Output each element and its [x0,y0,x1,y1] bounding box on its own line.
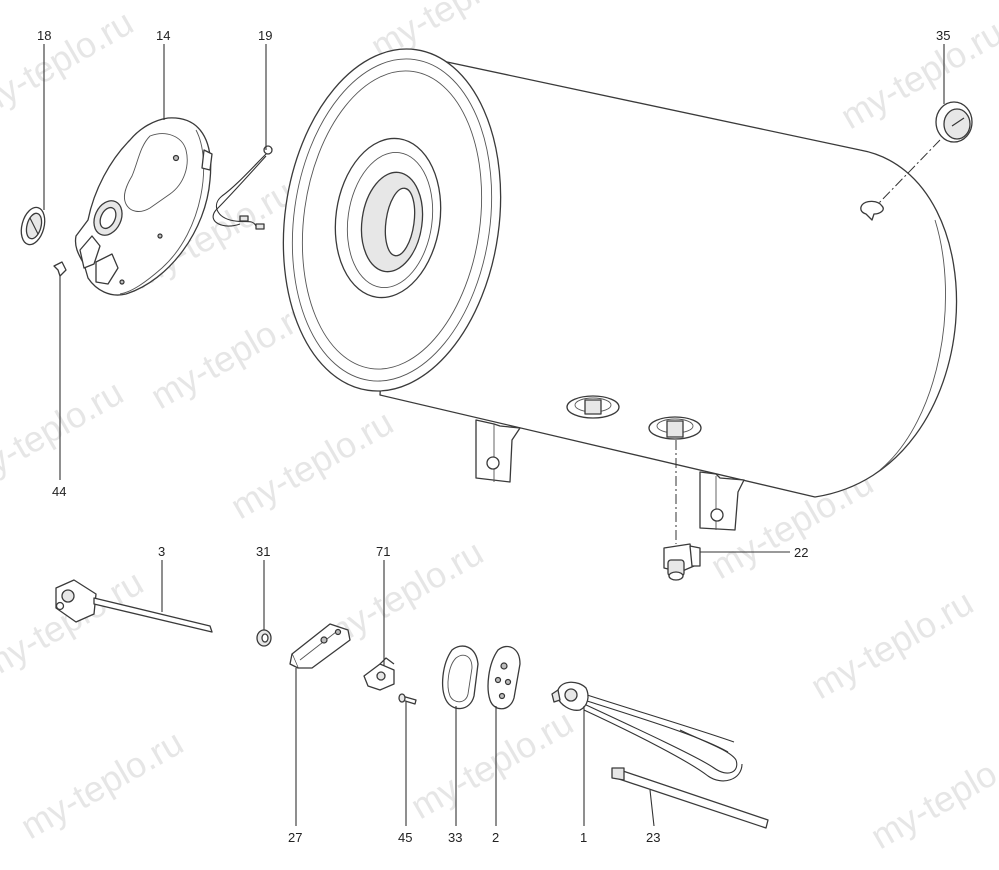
callout-35: 35 [936,28,950,43]
callout-71: 71 [376,544,390,559]
watermark-text: my-teplo.ru [0,371,130,497]
callout-31: 31 [256,544,270,559]
valve-part [663,543,701,581]
callout-23: 23 [646,830,660,845]
knob-part [20,206,46,246]
flange-plate-part [487,645,521,710]
watermark-text: my-teplo.ru [224,401,400,527]
mounting-bracket-right [699,471,745,531]
watermark-text: my-teplo.ru [804,581,980,707]
watermark-text: my-teplo.ru [864,731,999,857]
callout-19: 19 [258,28,272,43]
thermostat-part [55,579,213,633]
screw-part [398,693,417,705]
callout-44: 44 [52,484,66,499]
assembly-axis-line [877,139,941,205]
callout-22: 22 [794,545,808,560]
callout-2: 2 [492,830,499,845]
callout-labels: 18 14 19 35 44 22 3 31 71 27 45 33 2 1 2… [37,28,950,845]
clip-part [53,261,67,277]
callout-45: 45 [398,830,412,845]
mounting-plate-part [289,623,351,669]
callout-3: 3 [158,544,165,559]
callout-27: 27 [288,830,302,845]
outlet-fitting [648,416,702,440]
heating-element-part [551,681,743,782]
watermark-text: my-teplo.ru [404,701,580,827]
callout-18: 18 [37,28,51,43]
watermark-text: my-teplo.ru [14,721,190,847]
front-cover-part [74,117,213,296]
inlet-fitting [566,395,620,419]
clamp-part [363,657,395,691]
cap-part [935,101,973,143]
gasket-part [441,645,479,710]
callout-14: 14 [156,28,170,43]
nut-part [256,629,272,647]
callout-33: 33 [448,830,462,845]
anode-part [611,767,769,829]
watermark-text: my-teplo.ru [834,11,999,137]
watermark-text: my-teplo.ru [0,1,140,127]
leader-lines [43,44,945,827]
callout-1: 1 [580,830,587,845]
mounting-bracket-left [475,419,521,483]
tank-body [282,48,958,531]
wiring-part [212,145,273,230]
